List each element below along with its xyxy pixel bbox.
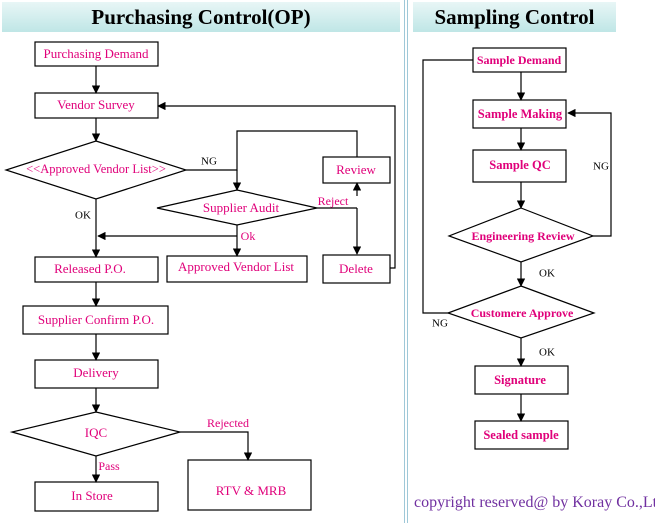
ok-label: OK bbox=[75, 210, 91, 222]
section-divider bbox=[404, 0, 405, 523]
customere-approve-decision bbox=[446, 285, 596, 339]
rtv-mrb-box bbox=[187, 459, 312, 511]
sample-demand-label: Sample Demand bbox=[477, 53, 562, 67]
audit-ok-label: Ok bbox=[241, 229, 256, 243]
approved-vendor-list-box bbox=[166, 255, 308, 283]
purchasing-demand-box bbox=[34, 41, 159, 67]
rtv-mrb-label: RTV & MRB bbox=[216, 483, 287, 498]
sealed-sample-box bbox=[474, 420, 569, 450]
ng-label: NG bbox=[201, 156, 217, 168]
review-label: Review bbox=[336, 162, 376, 177]
supplier-audit-label: Supplier Audit bbox=[203, 200, 280, 215]
sealed-sample-label: Sealed sample bbox=[483, 428, 559, 442]
pass-label: Pass bbox=[98, 459, 120, 473]
delete-box bbox=[322, 254, 391, 284]
vendor-survey-box bbox=[34, 92, 159, 119]
iqc-label: IQC bbox=[85, 425, 107, 440]
supplier-audit-decision bbox=[156, 189, 318, 226]
vendor-survey-label: Vendor Survey bbox=[57, 97, 135, 112]
signature-box bbox=[474, 365, 569, 395]
copyright-text: copyright reserved@ by Koray Co.,Ltd bbox=[414, 494, 655, 511]
ng-left-label: NG bbox=[432, 318, 448, 330]
sample-demand-box bbox=[472, 47, 567, 73]
in-store-box bbox=[34, 481, 159, 512]
in-store-label: In Store bbox=[71, 488, 113, 503]
rejected-label: Rejected bbox=[207, 416, 249, 430]
delete-label: Delete bbox=[339, 261, 373, 276]
approved-vendor-list-decision bbox=[4, 140, 188, 200]
supplier-confirm-po-label: Supplier Confirm P.O. bbox=[38, 312, 154, 327]
iqc-decision bbox=[9, 411, 183, 457]
ok2-label: OK bbox=[539, 347, 555, 359]
sample-qc-box bbox=[472, 149, 567, 183]
engineering-review-label: Engineering Review bbox=[472, 229, 575, 243]
purchasing-control-title: Purchasing Control(OP) bbox=[2, 2, 400, 32]
released-po-box bbox=[34, 256, 159, 283]
approved-vendor-list-box-label: Approved Vendor List bbox=[178, 259, 294, 274]
purchasing-demand-label: Purchasing Demand bbox=[43, 46, 149, 61]
delivery-box bbox=[34, 359, 159, 389]
signature-label: Signature bbox=[494, 373, 546, 387]
sample-qc-label: Sample QC bbox=[489, 158, 550, 172]
review-box bbox=[322, 156, 391, 184]
customere-approve-label: Customere Approve bbox=[471, 306, 574, 320]
delivery-label: Delivery bbox=[73, 365, 119, 380]
supplier-confirm-po-box bbox=[22, 305, 169, 335]
sample-making-box bbox=[472, 99, 567, 129]
sampling-control-title: Sampling Control bbox=[413, 2, 616, 32]
ng-right-label: NG bbox=[593, 161, 609, 173]
ok1-label: OK bbox=[539, 268, 555, 280]
approved-vendor-list-decision-label: <<Approved Vendor List>> bbox=[26, 162, 166, 176]
sample-making-label: Sample Making bbox=[478, 107, 563, 121]
engineering-review-decision bbox=[447, 207, 595, 263]
section-divider bbox=[407, 0, 408, 523]
reject-label: Reject bbox=[318, 194, 349, 208]
released-po-label: Released P.O. bbox=[54, 261, 126, 276]
